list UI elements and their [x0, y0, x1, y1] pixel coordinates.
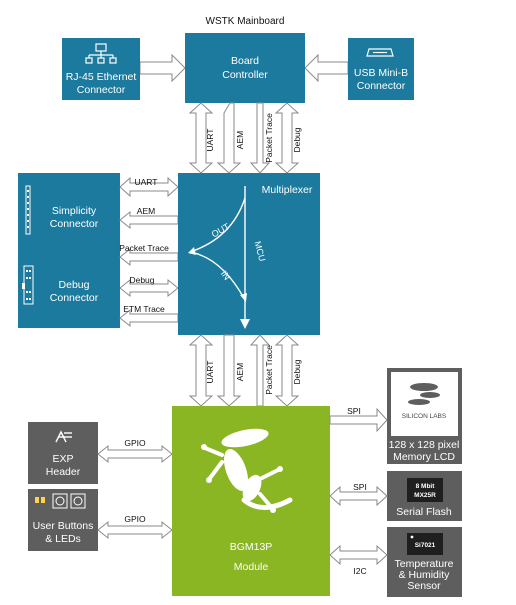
spi-flash-label: SPI: [353, 482, 367, 492]
sensor-chip: [407, 533, 443, 555]
gecko-logo-icon: [201, 428, 293, 513]
sensor-chip-dot: [410, 535, 414, 539]
exp-header-icon: [55, 430, 72, 443]
exp-header-label-line2: Header: [46, 466, 81, 478]
lcd-logo-text: SILICON LABS: [402, 413, 447, 420]
user-buttons-label-line2: & LEDs: [45, 533, 81, 545]
ethernet-icon: [85, 43, 117, 64]
left-etm-trace-label: ETM Trace: [123, 304, 165, 314]
exp-header-label-line1: EXP: [52, 453, 73, 465]
usb-label-line2: Connector: [357, 80, 406, 92]
ethernet-label-line1: RJ-45 Ethernet: [66, 71, 137, 83]
bottom-aem-arrow: [216, 334, 242, 407]
multiplexer-label: Multiplexer: [262, 184, 313, 196]
gpio-exp-arrow: [97, 444, 173, 464]
spi-flash-arrow: [329, 485, 388, 507]
board-controller-block: [185, 33, 305, 103]
usb-connector-block: [348, 38, 414, 100]
mainboard-title: WSTK Mainboard: [206, 16, 285, 27]
i2c-sensor-label: I2C: [353, 566, 366, 576]
simplicity-connector-icon: [25, 185, 31, 235]
multiplexer-block: [178, 173, 320, 335]
serial-flash-label: Serial Flash: [396, 506, 452, 518]
top-aem-arrow: [216, 102, 242, 174]
flash-chip-line2: MX25R: [414, 492, 436, 499]
left-packet-trace-label: Packet Trace: [119, 243, 169, 253]
simplicity-label-line2: Connector: [50, 218, 99, 230]
bottom-aem-label: AEM: [235, 363, 245, 381]
module-label-line2: Module: [234, 561, 269, 573]
debug-connector-label-line2: Connector: [50, 292, 99, 304]
gpio-buttons-label: GPIO: [124, 514, 146, 524]
gpio-buttons-arrow: [97, 520, 173, 540]
board-controller-label-line2: Controller: [222, 69, 268, 81]
user-buttons-label-line1: User Buttons: [33, 520, 94, 532]
silicon-labs-logo-icon: [408, 383, 440, 405]
debug-connector-label-line1: Debug: [59, 279, 90, 291]
bottom-uart-label: UART: [205, 361, 215, 384]
board-controller-label-line1: Board: [231, 55, 259, 67]
top-uart-label: UART: [205, 129, 215, 152]
i2c-sensor-arrow: [329, 544, 388, 566]
top-aem-label: AEM: [235, 131, 245, 149]
ethernet-label-line2: Connector: [77, 84, 126, 96]
gpio-exp-label: GPIO: [124, 438, 146, 448]
bottom-debug-label: Debug: [292, 359, 302, 384]
top-debug-label: Debug: [292, 127, 302, 152]
left-debug-label: Debug: [129, 275, 154, 285]
ethernet-connector-block: [62, 38, 140, 100]
top-packet-trace-arrow: [249, 102, 271, 174]
exp-header-block: [28, 422, 98, 484]
sensor-label-line2: & Humidity: [399, 569, 451, 581]
debug-connector-icon: [22, 265, 34, 305]
spi-lcd-arrow: [329, 407, 388, 433]
simplicity-label-line1: Simplicity: [52, 205, 97, 217]
user-buttons-icon: [35, 493, 86, 509]
lcd-label-line1: 128 x 128 pixel: [389, 439, 460, 451]
sensor-label-line3: Sensor: [407, 580, 441, 592]
flash-chip: [407, 478, 443, 502]
simplicity-debug-panel: [18, 173, 120, 328]
user-buttons-block: [28, 489, 98, 551]
sensor-chip-label: Si7021: [415, 542, 436, 549]
top-packet-trace-label: Packet Trace: [264, 113, 274, 163]
usb-label-line1: USB Mini-B: [354, 67, 408, 79]
spi-lcd-label: SPI: [347, 406, 361, 416]
multiplexer-routing-arrows: [188, 186, 250, 329]
bottom-packet-trace-label: Packet Trace: [264, 345, 274, 395]
usb-icon: [366, 48, 394, 57]
flash-chip-line1: 8 Mbit: [416, 483, 436, 490]
ethernet-to-controller-arrow: [139, 53, 186, 83]
sensor-label-line1: Temperature: [395, 558, 454, 570]
left-aem-label: AEM: [137, 206, 155, 216]
module-label-line1: BGM13P: [230, 541, 273, 553]
lcd-label-line2: Memory LCD: [393, 451, 455, 463]
left-uart-label: UART: [135, 177, 158, 187]
usb-to-controller-arrow: [304, 53, 349, 83]
